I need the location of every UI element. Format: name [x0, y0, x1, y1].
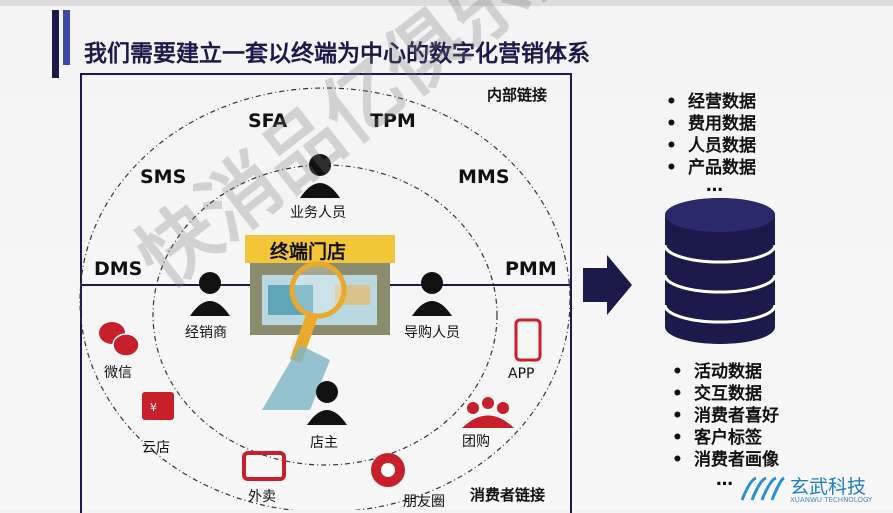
channel-wechat: 微信: [104, 365, 132, 381]
list-item: •经营数据: [666, 92, 756, 112]
list-item: •客户标签: [672, 428, 762, 448]
page-title: 我们需要建立一套以终端为中心的数字化营销体系: [84, 41, 590, 67]
logo-mark: [738, 474, 786, 502]
role-sales: 业务人员: [290, 205, 346, 221]
list-item: •消费者喜好: [672, 406, 779, 426]
channel-moments: 朋友圈: [403, 494, 445, 510]
list-item: •人员数据: [666, 136, 756, 156]
list-item: •活动数据: [672, 362, 762, 382]
operations-data-list: •经营数据 •费用数据 •人员数据 •产品数据 …: [666, 91, 756, 196]
role-owner: 店主: [310, 435, 338, 451]
consumer-data-list: •活动数据 •交互数据 •消费者喜好 •客户标签 •消费者画像 …: [672, 361, 779, 489]
outer-ring: [79, 87, 571, 510]
diagram-frame: [80, 73, 572, 513]
system-mms: MMS: [458, 166, 510, 188]
top-rule: [0, 0, 893, 6]
list-item: •消费者画像: [672, 450, 779, 470]
logo-subtitle: XUANWU TECHNOLOGY: [790, 496, 873, 504]
list-item: •产品数据: [666, 158, 756, 178]
person-icons: [190, 154, 452, 425]
store-label: 终端门店: [270, 241, 347, 263]
magnifier-icon: [262, 261, 347, 410]
role-dealer: 经销商: [185, 325, 227, 341]
role-guide: 导购人员: [404, 325, 460, 341]
logo-name: 玄武科技: [790, 476, 867, 498]
database-icon: [663, 198, 777, 344]
svg-text:¥: ¥: [150, 401, 157, 414]
channel-app: APP: [508, 366, 535, 382]
channel-group-buy: 团购: [462, 434, 490, 450]
list-item: •交互数据: [672, 384, 762, 404]
title-accent-bar-2: [63, 10, 70, 65]
consumer-link-label: 消费者链接: [470, 486, 546, 504]
system-dms: DMS: [94, 258, 143, 280]
list-item: …: [706, 176, 723, 196]
system-sms: SMS: [140, 166, 187, 188]
title-accent-bar: [52, 10, 59, 78]
system-tpm: TPM: [370, 110, 416, 132]
system-pmm: PMM: [505, 258, 557, 280]
list-item: …: [716, 470, 733, 490]
list-item: •费用数据: [666, 114, 756, 134]
internal-link-label: 内部链接: [487, 86, 548, 104]
system-sfa: SFA: [248, 110, 288, 132]
arrow-right-icon: [583, 255, 632, 315]
channel-icons: ¥: [99, 318, 542, 487]
channel-cloud-store: 云店: [142, 440, 170, 456]
channel-takeout: 外卖: [248, 489, 276, 505]
